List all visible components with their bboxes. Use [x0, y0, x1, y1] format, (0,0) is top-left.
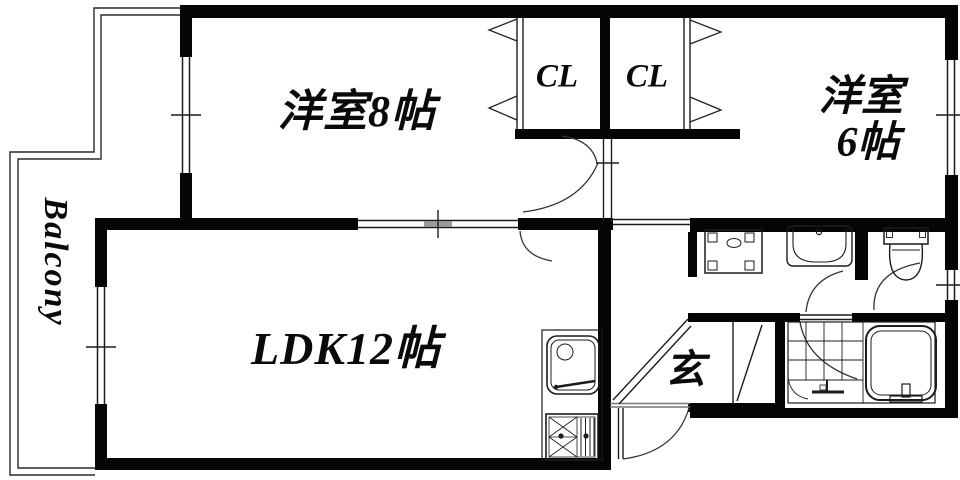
balcony-outline [9, 7, 180, 476]
window-room6 [936, 60, 960, 175]
washbasin [786, 225, 853, 267]
entrance-label: 玄 [665, 347, 705, 392]
sanitary-fixtures [704, 225, 929, 281]
entrance-door [610, 402, 690, 459]
kitchen-sink [546, 335, 600, 395]
closet-left-arrow-bottom [487, 95, 518, 121]
genkan-step [612, 318, 763, 405]
door-arc-entrance [622, 407, 690, 460]
closet-left-arrow-top [487, 18, 518, 42]
washing-machine-pan [704, 229, 763, 274]
door-arc-sanitary [805, 270, 844, 313]
door-arc-toilet [873, 262, 921, 311]
door-arc-ldk [519, 230, 553, 262]
kitchen-counter [541, 329, 603, 461]
windows [86, 57, 960, 404]
door-arcs [519, 135, 921, 460]
closet-right-arrow-bottom [689, 96, 723, 123]
room8-label: 洋室8帖 [278, 87, 436, 136]
bathtub [865, 325, 937, 403]
door-arc-bath [799, 321, 858, 380]
partitions [358, 18, 852, 459]
window-ldk [86, 287, 116, 404]
walls [95, 5, 958, 470]
bath-tile-floor [787, 322, 864, 403]
closet-right-label: CL [625, 58, 669, 95]
bathroom [787, 321, 937, 404]
shower-mixer [812, 380, 844, 394]
room6-label-line1: 洋室 [818, 74, 904, 120]
closet-right-arrow-top [689, 19, 723, 45]
door-arc-room8 [522, 162, 599, 213]
bath-door [800, 314, 852, 321]
door-arc-closet-hall [561, 135, 598, 164]
closet-right-door [683, 18, 691, 129]
closet-left-door [516, 18, 524, 129]
ldk-label: LDK12帖 [251, 323, 441, 374]
balcony-label: Balcony [37, 197, 74, 327]
room6-label-line2: 6帖 [836, 120, 900, 166]
closet-arrows [487, 18, 723, 123]
sliding-door-room6 [612, 218, 690, 226]
window-room8 [171, 57, 201, 173]
toilet [883, 227, 929, 281]
hall-partition [596, 139, 619, 222]
gas-stove [545, 413, 599, 461]
window-toilet [936, 270, 960, 300]
sliding-door-room8-ldk [358, 210, 518, 238]
closet-left-label: CL [535, 58, 579, 95]
